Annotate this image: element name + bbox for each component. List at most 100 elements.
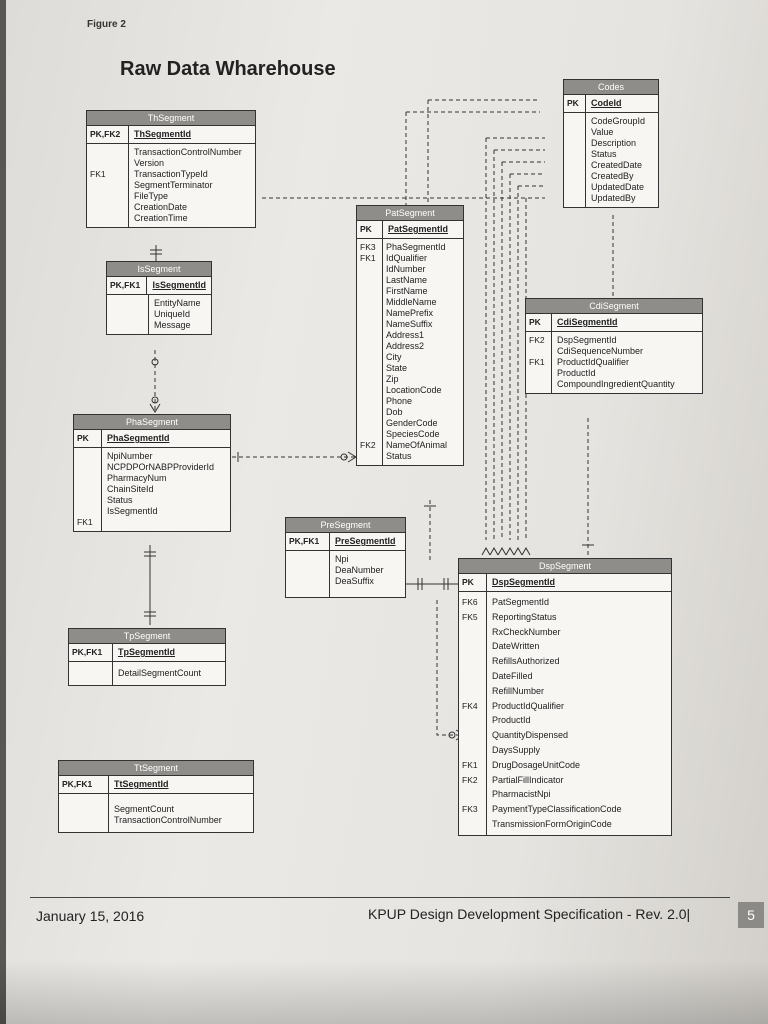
attribute-field: TransactionTypeId [134,169,208,179]
attribute-field: NpiNumber [107,451,153,461]
attribute-field: SegmentTerminator [134,180,213,190]
attribute-field: DateFilled [492,670,533,681]
attribute-field: IsSegmentId [107,506,158,516]
attribute-field: PhaSegmentId [386,242,446,252]
entity-patsegment-header: PatSegment [357,206,463,221]
attribute-field: NameSuffix [386,319,433,329]
entity-issegment-header: IsSegment [107,262,211,277]
attribute-field: PatSegmentId [492,597,550,607]
attribute-field: IdNumber [386,264,426,274]
attribute-field: CreatedDate [591,160,643,170]
attribute-field: CreationDate [134,202,188,212]
attribute-field: Address1 [386,330,425,340]
entity-thsegment-header: ThSegment [87,111,255,126]
attribute-field: Status [591,149,617,159]
attribute-field: DeaNumber [335,565,384,575]
attribute-field: FileType [134,191,169,201]
attribute-field: NameOfAnimal [386,440,448,450]
attribute-field: Zip [386,374,399,384]
attribute-field: ChainSiteId [107,484,154,494]
attribute-field: PharmacyNum [107,473,167,483]
entity-codes-header: Codes [564,80,658,95]
attribute-field: DaysSupply [492,744,541,755]
attribute-field: DeaSuffix [335,576,374,586]
attribute-field: SpeciesCode [386,429,440,439]
attribute-field: Phone [386,396,413,406]
attribute-field: QuantityDispensed [492,730,569,741]
entity-cdisegment-header: CdiSegment [526,299,702,314]
attribute-field: ProductIdQualifier [557,357,630,367]
attribute-field: ProductId [557,368,596,378]
attribute-field: NCPDPOrNABPProviderId [107,462,215,472]
attribute-field: LastName [386,275,428,285]
attribute-field: FirstName [386,286,428,296]
attribute-field: CompoundIngredientQuantity [557,379,675,389]
figure-label: Figure 2 [87,19,126,30]
attribute-field: MiddleName [386,297,437,307]
attribute-field: SegmentCount [114,804,175,814]
attribute-field: DetailSegmentCount [118,668,202,678]
attribute-field: RefillsAuthorized [492,656,560,667]
attribute-field: ProductId [492,715,531,726]
attribute-field: LocationCode [386,385,442,395]
attribute-field: State [386,363,408,373]
attribute-field: ReportingStatus [492,611,557,622]
attribute-field: PartialFillIndicator [492,774,564,785]
entity-dspsegment-header: DspSegment [459,559,671,574]
attribute-field: DrugDosageUnitCode [492,759,581,770]
entity-ttsegment-header: TtSegment [59,761,253,776]
attribute-field: RefillNumber [492,685,545,696]
attribute-field: Description [591,138,637,148]
entity-tpsegment-header: TpSegment [69,629,225,644]
attribute-field: IdQualifier [386,253,428,263]
attribute-field: EntityName [154,298,201,308]
attribute-field: CreatedBy [591,171,634,181]
attribute-field: CodeGroupId [591,116,646,126]
diagram-title: Raw Data Wharehouse [120,58,336,80]
footer-document-title: KPUP Design Development Specification - … [368,906,691,922]
attribute-field: Npi [335,554,349,564]
attribute-field: PaymentTypeClassificationCode [492,804,622,815]
attribute-field: DateWritten [492,641,540,652]
attribute-field: UniqueId [154,309,191,319]
attribute-field: Status [386,451,412,461]
attribute-field: Version [134,158,165,168]
attribute-field: RxCheckNumber [492,626,561,637]
entity-phasegment-header: PhaSegment [74,415,230,430]
attribute-field: City [386,352,402,362]
footer-date: January 15, 2016 [36,908,145,924]
attribute-field: TransactionControlNumber [134,147,242,157]
attribute-field: UpdatedBy [591,193,636,203]
attribute-field: Message [154,320,191,330]
attribute-field: GenderCode [386,418,438,428]
attribute-field: NamePrefix [386,308,434,318]
attribute-field: Dob [386,407,403,417]
attribute-field: CreationTime [134,213,188,223]
photo-shadow [0,960,768,1024]
entity-presegment-header: PreSegment [286,518,405,533]
attribute-field: DspSegmentId [557,335,617,345]
attribute-field: PharmacistNpi [492,789,551,800]
attribute-field: Address2 [386,341,425,351]
attribute-field: UpdatedDate [591,182,645,192]
tpsegment-attrs: DetailSegmentCount [113,662,225,685]
attribute-field: TransactionControlNumber [114,815,222,825]
attribute-field: Status [107,495,133,505]
attribute-field: TransmissionFormOriginCode [492,818,612,829]
